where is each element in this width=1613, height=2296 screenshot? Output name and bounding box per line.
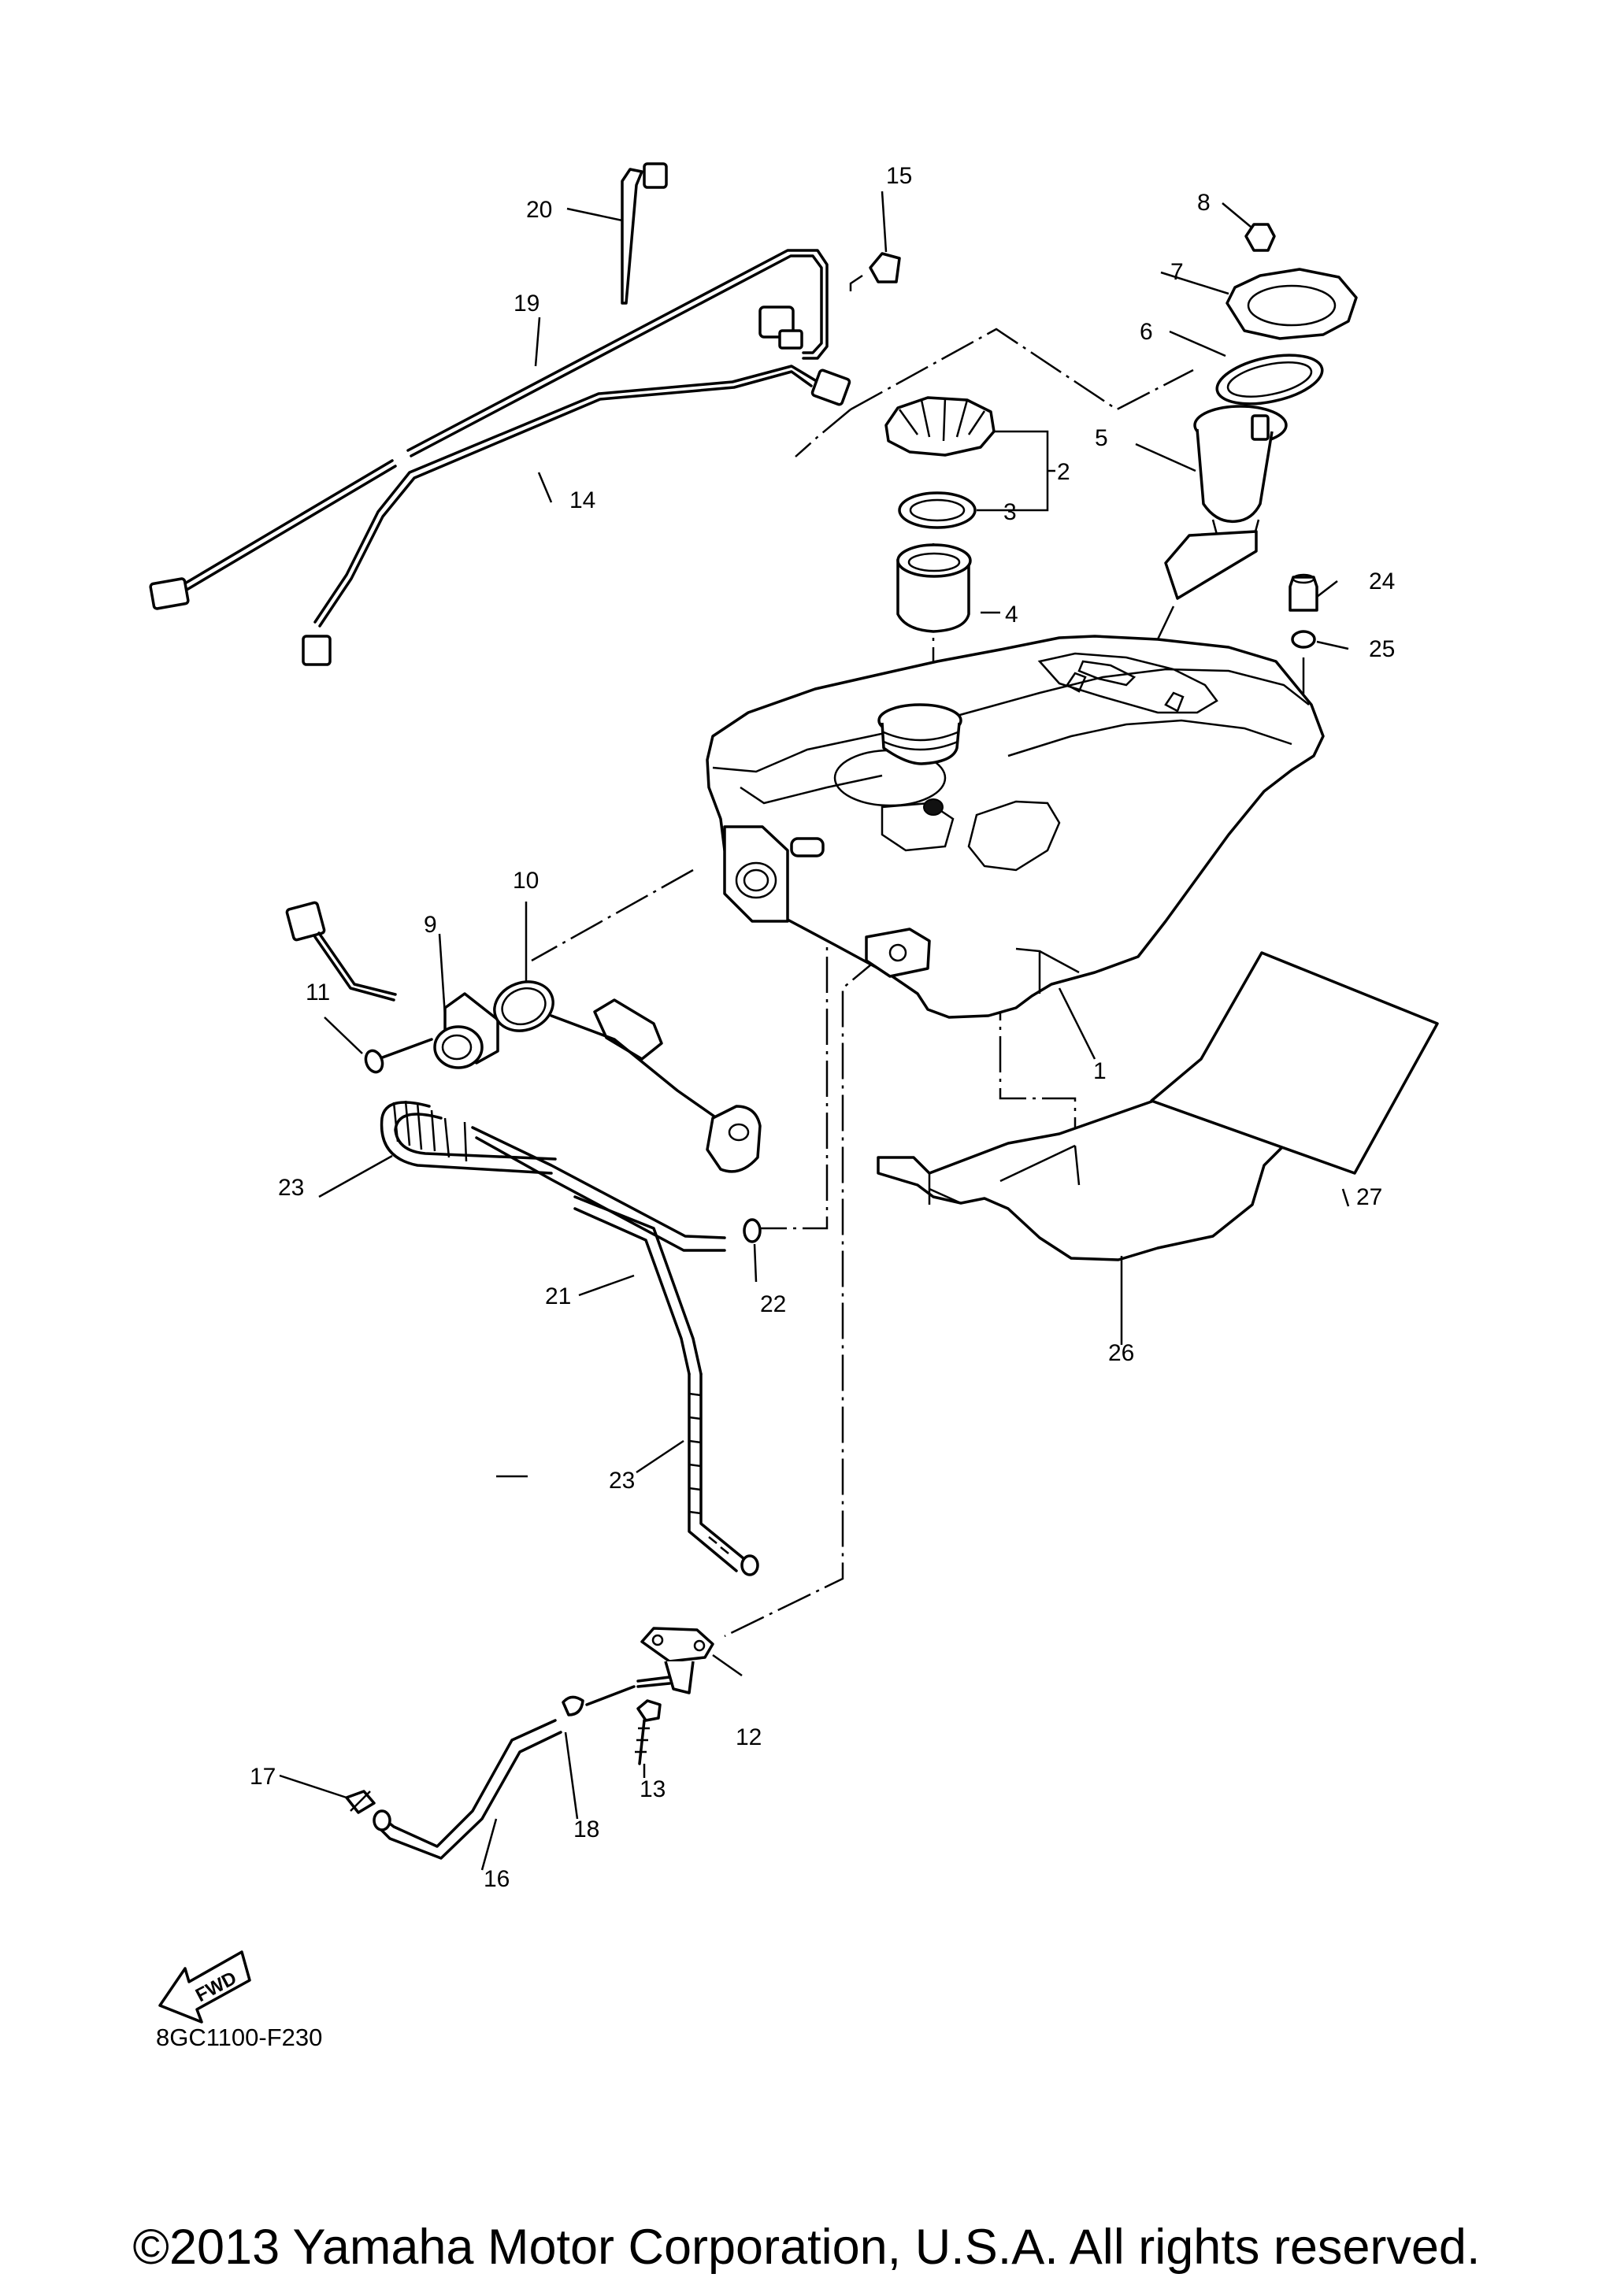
part-12-fitting [636,1627,714,1694]
part-25-washer [1291,630,1316,649]
callout-24: 24 [1369,568,1395,594]
part-13-bolt [635,1699,662,1765]
callout-14: 14 [569,487,595,513]
part-20-cable-tie [621,162,668,305]
part-10-sender-float [493,980,762,1173]
copyright-notice: ©2013 Yamaha Motor Corporation, U.S.A. A… [132,2220,1481,2275]
part-14-sub-harness [302,365,851,666]
callout-21: 21 [545,1283,571,1309]
part-8-nut [1244,223,1276,252]
part-26-protector [877,1099,1297,1261]
callout-22: 22 [760,1291,786,1317]
part-19-wire-harness [149,249,829,610]
callout-18: 18 [573,1816,599,1842]
callout-17: 17 [250,1764,276,1790]
leader-lines [279,191,1350,1871]
part-15-clamp [849,252,901,291]
part-18-clamp [562,1685,636,1716]
part-24-nut [1289,573,1318,612]
callout-13: 13 [640,1776,666,1802]
callout-19: 19 [514,291,540,317]
callout-2: 2 [1057,459,1070,485]
part-17-clip [345,1790,376,1814]
callout-15: 15 [886,163,912,189]
callout-9: 9 [424,912,437,938]
part-9-sender-unit [285,901,499,1069]
callout-16: 16 [484,1866,510,1892]
part-11-screw [364,1038,433,1074]
part-27-pad [1150,951,1439,1175]
diagram-code: 8GC1100-F230 [156,2024,322,2051]
callout-11: 11 [306,980,330,1005]
callout-5: 5 [1095,425,1108,451]
callout-4: 4 [1005,602,1018,628]
callout-3: 3 [1003,499,1017,525]
callout-26: 26 [1108,1340,1134,1366]
part-5-fuel-pump [1164,405,1288,600]
part-23-protector-upper [380,1100,557,1175]
part-4-filler-neck [896,543,972,633]
part-22-clip [743,1218,762,1243]
part-7-plate [1226,268,1358,340]
callout-23a: 23 [278,1175,304,1201]
callout-12: 12 [736,1724,762,1750]
part-3-gasket [898,491,977,529]
part-16-drain-hose [373,1719,562,1860]
part-2-filler-cap [884,396,996,457]
callout-1: 1 [1093,1058,1107,1084]
fwd-arrow: FWD [158,1950,251,2024]
callout-10: 10 [513,868,539,894]
part-23-protector-lower [688,1372,759,1576]
callout-20: 20 [526,197,552,223]
callout-8: 8 [1197,190,1211,216]
part-1-fuel-tank [706,635,1325,1019]
part-6-gasket [1215,354,1324,406]
callout-27: 27 [1356,1184,1382,1210]
part-21-breather-hose [471,1126,726,1376]
callout-6: 6 [1140,319,1153,345]
callout-25: 25 [1369,636,1395,662]
callout-23b: 23 [609,1468,635,1494]
callout-labels: 1 2 3 4 5 6 7 8 9 10 11 12 13 14 15 16 1… [250,163,1395,1892]
callout-7: 7 [1170,259,1184,285]
